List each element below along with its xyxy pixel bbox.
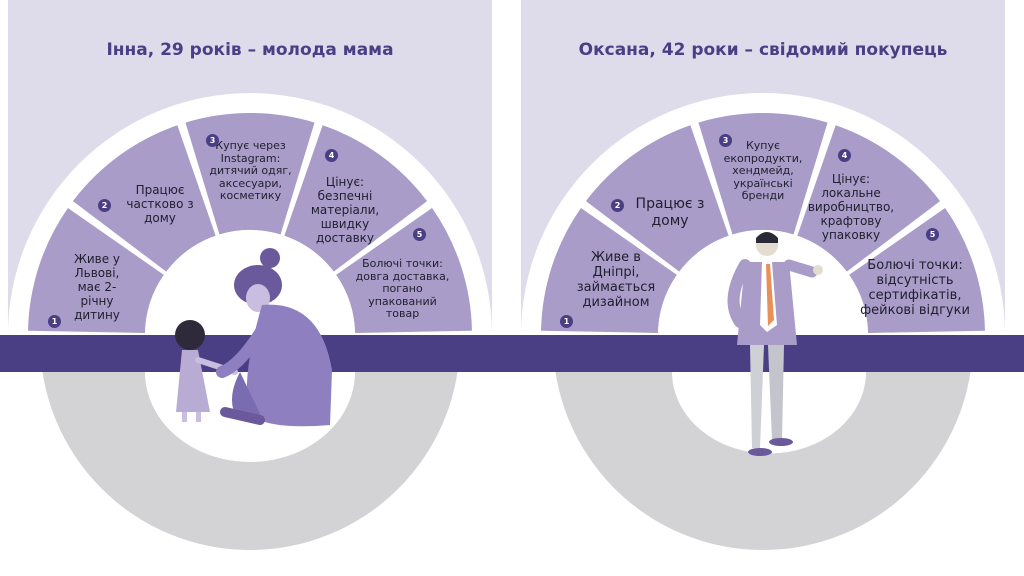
persona-1-segment-2: [72, 125, 216, 272]
persona-2-segment-4: [797, 125, 941, 272]
persona-2-segment-1: [541, 207, 677, 333]
persona-1-segment-1-text: Живе у Львові, має 2-річну дитину: [73, 252, 121, 322]
businessman-illustration: [727, 232, 823, 456]
persona-1-segment-4: [284, 125, 428, 272]
persona-2-badge-2: 2: [611, 199, 624, 212]
persona-2-inner-hub-lower: [672, 372, 866, 454]
persona-2-segment-5: [849, 207, 985, 333]
persona-1-badge-2: 2: [98, 199, 111, 212]
persona-2-badge-5: 5: [926, 228, 939, 241]
persona-1-badge-5: 5: [413, 228, 426, 241]
persona-1-segments: [28, 112, 472, 333]
persona-2-segment-4-text: Цінує: локальне виробництво, крафтову уп…: [807, 172, 895, 242]
persona-1-segment-5-text: Болючі точки: довга доставка, погано упа…: [355, 257, 450, 320]
horizontal-band: [0, 335, 1024, 372]
persona-2-segment-1-text: Живе в Дніпрі, займається дизайном: [576, 250, 656, 310]
persona-1-badge-4: 4: [325, 149, 338, 162]
persona-2-segment-2: [585, 125, 729, 272]
persona-1-segment-3-text: Купує через Instagram: дитячий одяг, акс…: [209, 139, 292, 202]
persona-2-title: Оксана, 42 роки – свідомий покупець: [578, 40, 948, 60]
persona-2-segment-5-text: Болючі точки: відсутність сертифікатів, …: [860, 258, 970, 318]
persona-2-badge-3: 3: [719, 134, 732, 147]
mother-and-child-illustration: [175, 248, 332, 427]
persona-1-title: Інна, 29 років – молода мама: [106, 40, 394, 60]
persona-2-badge-4: 4: [838, 149, 851, 162]
persona-1-segment-1: [28, 207, 164, 333]
persona-1-badge-3: 3: [206, 134, 219, 147]
persona-1-segment-2-text: Працює частково з дому: [126, 183, 194, 225]
persona-1-badge-1: 1: [48, 315, 61, 328]
persona-2-segment-2-text: Працює з дому: [635, 196, 705, 229]
persona-2-badge-1: 1: [560, 315, 573, 328]
persona-1-segment-4-text: Цінує: безпечні матеріали, швидку достав…: [310, 175, 380, 245]
persona-1-segment-5: [336, 207, 472, 333]
persona-2-segment-3-text: Купує екопродукти, хендмейд, українські …: [723, 139, 803, 202]
